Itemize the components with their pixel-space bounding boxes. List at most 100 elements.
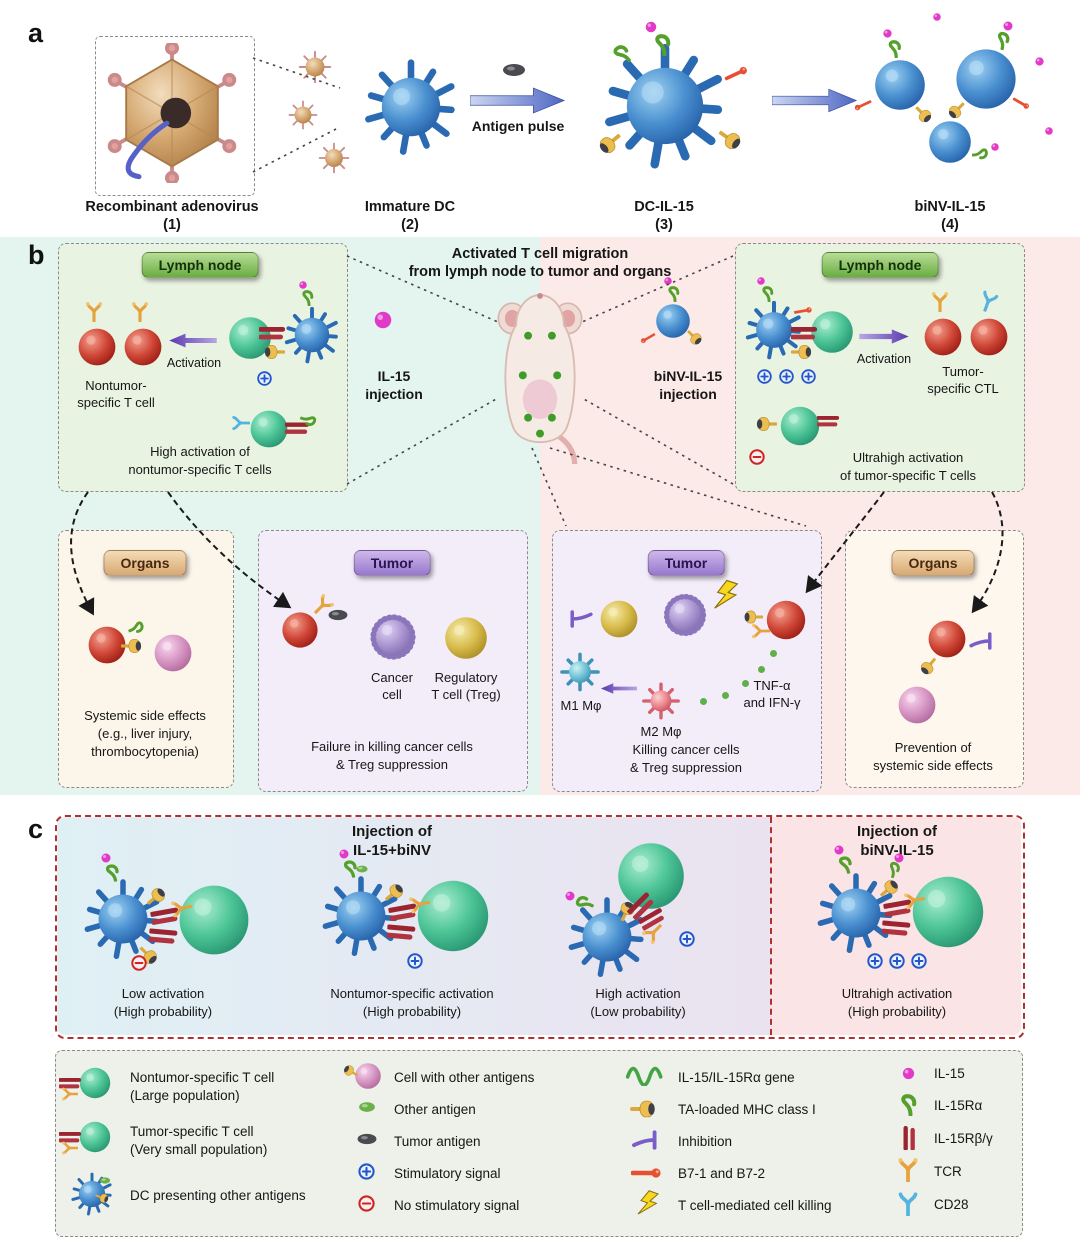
m2-label: M2 Mφ [640,724,682,739]
nontumor-tcell-label-line1: Nontumor- [85,378,147,393]
b7-icon [1009,91,1034,116]
antigen-pulse-label: Antigen pulse [471,118,565,134]
cytokine-dot [722,692,729,699]
legend-label: TCR [934,1164,962,1179]
legend-label: B7-1 and B7-2 [678,1166,766,1181]
legend-label: Inhibition [678,1134,733,1149]
cytokine-dot [770,650,777,657]
il15-icon [932,12,942,22]
scenario4-caption-line2: (High probability) [847,1004,947,1019]
adenovirus-box [95,36,255,196]
mhc-ta-icon [590,125,628,163]
right-organs-caption-line2: systemic side effects [873,758,993,773]
il15-icon [644,20,658,34]
left-lymph-caption-line2: nontumor-specific T cells [128,462,272,477]
step-name: DC-IL-15 [634,199,694,215]
left-organs-caption-line1: Systemic side effects [84,708,206,723]
scenario1-caption-line2: (High probability) [113,1004,213,1019]
legend-label: DC presenting other antigens [130,1188,306,1203]
legend-label: Nontumor-specific T cell [130,1070,275,1085]
il15ra-icon [972,146,988,162]
il15ra-icon [609,40,637,68]
legend-label: T cell-mediated cell killing [678,1198,832,1213]
left-lymph-caption-line1: High activation of [150,444,250,459]
legend-box [55,1050,1023,1237]
panel-c-box [55,815,1025,1039]
legend-label: IL-15/IL-15Rα gene [678,1070,795,1085]
left-organs-caption-line2: (e.g., liver injury, [97,726,193,741]
legend-label: IL-15Rα [934,1098,983,1113]
panel-c-left-title-line2: IL-15+biNV [353,842,431,859]
b7-icon [720,58,752,90]
activation-label: Activation [166,356,222,370]
step-num: (4) [941,217,959,233]
tumor-ctl-label-line1: Tumor- [942,364,984,379]
right-lymph-caption-line1: Ultrahigh activation [852,450,964,465]
cytokine-dot [742,680,749,687]
legend-label: (Very small population) [130,1142,268,1157]
lymph-node-pill-left: Lymph node [141,252,259,278]
il15ra-icon [886,40,904,58]
il15-icon [1034,56,1045,67]
panel-c-divider [770,817,772,1035]
cytokine-dot [700,698,707,705]
right-organs-caption-line1: Prevention of [894,740,972,755]
step-num: (3) [655,217,673,233]
il15-icon [882,28,893,39]
antigen-pulse-arrow-icon [470,86,566,115]
organs-pill-right: Organs [891,550,975,576]
panel-c-left-title-line1: Injection of [352,823,432,840]
b7-icon [851,93,875,117]
tumor-pill-right: Tumor [647,550,725,576]
binv-vesicle-icon [949,42,1023,116]
nontumor-tcell-label-line2: specific T cell [77,395,155,410]
step-num: (1) [163,217,181,233]
panel-c-label: c [28,814,44,844]
mhc-ta-icon [712,121,750,158]
small-virus-icon [316,140,352,176]
il15-injection-label-line1: IL-15 [377,368,411,384]
panel-a-label: a [28,18,44,48]
il15ra-icon [652,34,674,56]
panel-b-title-line2: from lymph node to tumor and organs [408,264,672,280]
tumor-ctl-label-line2: specific CTL [927,381,999,396]
scenario1-caption-line1: Low activation [121,986,205,1001]
binv-injection-label-line2: injection [659,386,717,402]
step-name: Immature DC [364,199,456,215]
scenario3-caption-line1: High activation [595,986,681,1001]
binv-vesicle-icon [869,54,931,116]
legend-label: TA-loaded MHC class I [678,1102,816,1117]
m1-label: M1 Mφ [560,698,602,713]
legend-label: Tumor antigen [394,1134,481,1149]
il15-icon [1044,126,1054,136]
mhc-ta-icon [909,100,939,130]
il15-injection-label-line2: injection [365,386,423,402]
legend-label: IL-15 [934,1066,965,1081]
legend-label: Stimulatory signal [394,1166,501,1181]
immature-dc-icon [362,58,460,156]
step-num: (2) [401,217,419,233]
binv-vesicle-icon [924,116,976,168]
small-virus-icon [286,98,320,132]
binv-injection-label-line1: biNV-IL-15 [653,368,723,384]
right-tumor-caption-line1: Killing cancer cells [632,742,740,757]
scenario4-caption-line1: Ultrahigh activation [841,986,953,1001]
right-lymph-caption-line2: of tumor-specific T cells [839,468,977,483]
activation-label: Activation [856,352,912,366]
left-tumor-caption-line1: Failure in killing cancer cells [311,739,473,754]
cytokines-label-line1: TNF-α [753,678,791,693]
legend-label: Other antigen [394,1102,476,1117]
cancer-cell-label-line1: Cancer [371,670,413,685]
small-virus-icon [296,48,334,86]
cancer-cell-label-line2: cell [382,687,402,702]
tumor-antigen-icon [500,62,528,78]
step-name: Recombinant adenovirus [85,199,259,215]
tumor-pill-left: Tumor [353,550,431,576]
treg-label-line2: T cell (Treg) [431,687,501,702]
legend-label: Tumor-specific T cell [130,1124,254,1139]
cytokine-dot [758,666,765,673]
dc-il15-cell-icon [601,42,729,170]
step-arrow-icon [772,86,858,115]
left-organs-caption-line3: thrombocytopenia) [91,744,199,759]
lymph-node-pill-right: Lymph node [821,252,939,278]
